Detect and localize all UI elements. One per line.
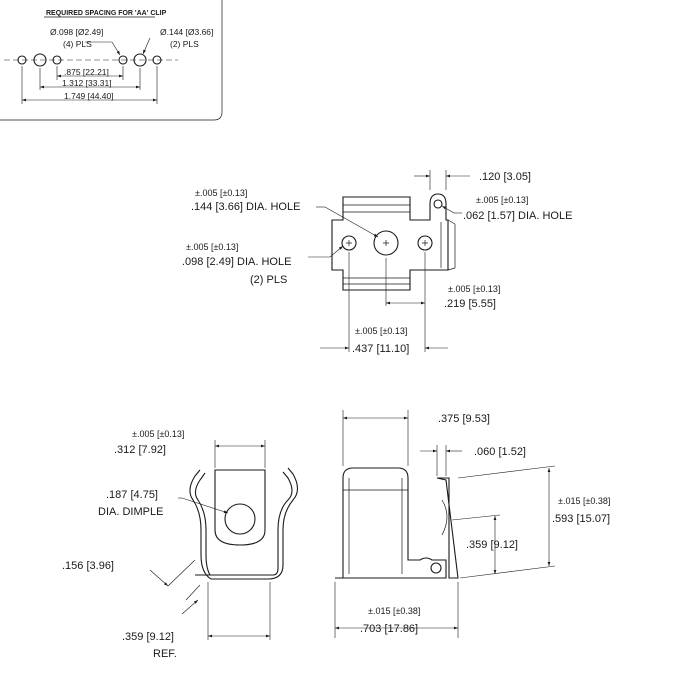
side-view-spring [436, 477, 459, 579]
hole-098-qty: (2) PLS [250, 274, 287, 286]
tol-144: ±.005 [±0.13] [195, 188, 247, 198]
top-view-hole-center [373, 230, 399, 256]
dim-437: .437 [11.10] [352, 343, 409, 355]
inset-small-hole-4 [152, 55, 162, 65]
spacing-inset: REQUIRED SPACING FOR 'AA' CLIP Ø.098 [Ø2… [0, 0, 223, 121]
top-view-hole-left [341, 235, 357, 251]
front-view: ±.005 [±0.13] .312 [7.92] .187 [4.75] DI… [62, 429, 299, 660]
front-dimple [224, 503, 256, 535]
front-ref: REF. [153, 648, 177, 660]
dim-120: .120 [3.05] [479, 171, 531, 183]
side-dim-375: .375 [9.53] [438, 413, 490, 425]
top-view-hole-right [417, 235, 433, 251]
hole-144-label: .144 [3.66] DIA. HOLE [191, 201, 300, 213]
inset-small-hole-qty: (4) PLS [63, 39, 92, 49]
inset-large-hole-1 [33, 53, 47, 67]
hole-062-label: .062 [1.57] DIA. HOLE [463, 210, 572, 222]
dim-219: .219 [5.55] [444, 298, 496, 310]
inset-dim-875: .875 [22.21] [64, 67, 109, 77]
front-eyelet [214, 469, 266, 546]
inset-large-hole-qty: (2) PLS [170, 39, 199, 49]
front-dimple-label: DIA. DIMPLE [98, 506, 163, 518]
tol-098: ±.005 [±0.13] [186, 242, 238, 252]
front-dimple-size: .187 [4.75] [106, 489, 158, 501]
inset-small-hole-label: Ø.098 [Ø2.49] [50, 27, 103, 37]
inset-dim-1312: 1.312 [33.31] [62, 78, 112, 88]
side-view-body [335, 467, 447, 579]
inset-title: REQUIRED SPACING FOR 'AA' CLIP [46, 10, 167, 17]
inset-border [0, 0, 223, 121]
front-dim-312: .312 [7.92] [114, 444, 166, 456]
inset-large-hole-label: Ø.144 [Ø3.66] [160, 27, 213, 37]
top-view: .120 [3.05] ±.005 [±0.13] .144 [3.66] DI… [182, 170, 572, 355]
inset-large-hole-2 [133, 53, 147, 67]
side-tol-703: ±.015 [±0.38] [368, 606, 420, 616]
inset-small-hole-3 [118, 55, 128, 65]
front-clip-right [195, 471, 293, 576]
tol-437: ±.005 [±0.13] [355, 326, 407, 336]
top-view-outline [331, 193, 449, 291]
front-dim-359: .359 [9.12] [122, 631, 174, 643]
side-dim-593: .593 [15.07] [552, 513, 610, 525]
front-dim-156: .156 [3.96] [62, 560, 114, 572]
top-view-hole-tab [433, 199, 443, 209]
inset-dim-1749: 1.749 [44.40] [64, 91, 114, 101]
tol-219: ±.005 [±0.13] [448, 284, 500, 294]
tol-062: ±.005 [±0.13] [476, 195, 528, 205]
inset-small-hole-2 [52, 55, 62, 65]
side-dim-359: .359 [9.12] [466, 539, 518, 551]
inset-small-hole-1 [17, 55, 27, 65]
side-dim-060: .060 [1.52] [474, 446, 526, 458]
hole-098-label: .098 [2.49] DIA. HOLE [182, 256, 291, 268]
side-tol-593: ±.015 [±0.38] [558, 496, 610, 506]
side-view: .375 [9.53] .060 [1.52] ±.015 [±0.38] .5… [334, 410, 610, 638]
front-tol-312: ±.005 [±0.13] [132, 429, 184, 439]
side-dim-703: .703 [17.86] [360, 623, 418, 635]
front-clip-left [194, 472, 211, 576]
